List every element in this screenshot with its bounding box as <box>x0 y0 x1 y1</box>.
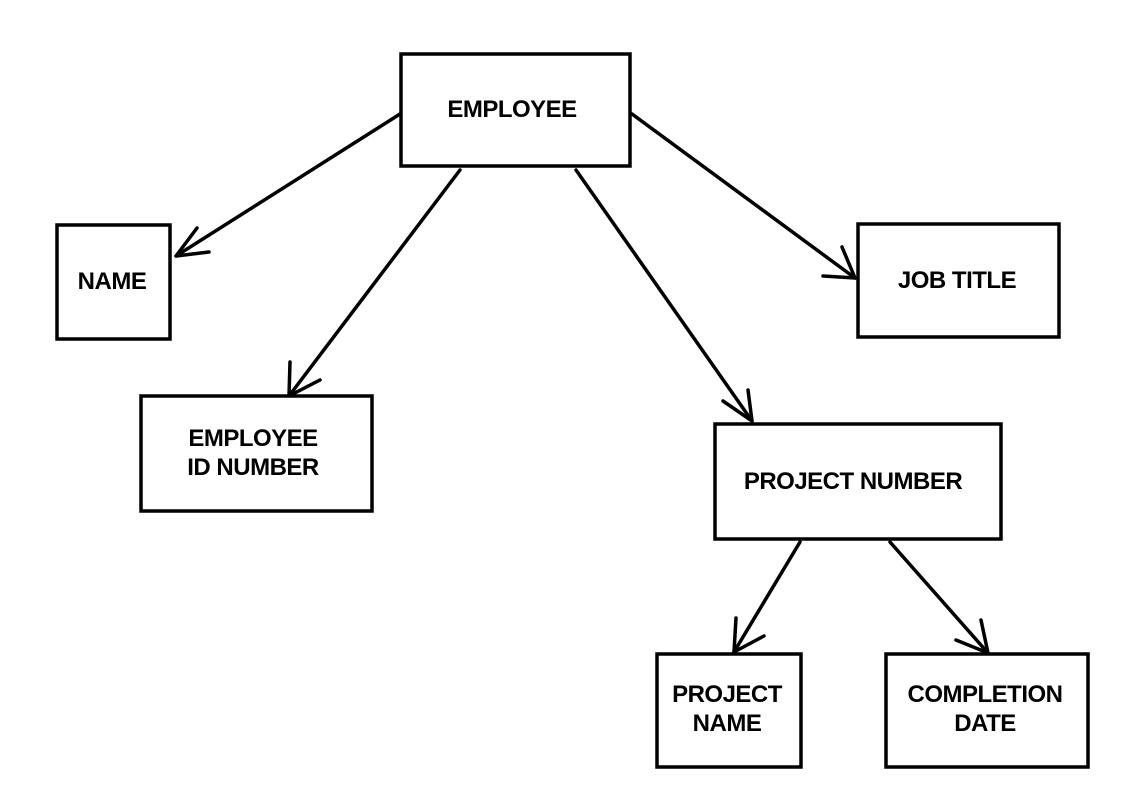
node-project-name-label-line2: NAME <box>693 710 762 737</box>
node-employee-id: EMPLOYEE ID NUMBER <box>139 394 374 513</box>
edge-employee-job-title <box>630 112 857 280</box>
node-name-label: NAME <box>78 268 147 295</box>
edge-employee-employee-id <box>287 168 462 398</box>
node-project-number-label: PROJECT NUMBER <box>744 468 963 495</box>
node-employee-label: EMPLOYEE <box>447 96 577 123</box>
node-job-title-label: JOB TITLE <box>898 267 1017 294</box>
edge-employee-project-number <box>574 168 754 423</box>
node-completion-date-label-line1: COMPLETION <box>908 681 1063 708</box>
node-project-name: PROJECT NAME <box>655 652 803 769</box>
edge-project-number-completion-date <box>888 540 990 655</box>
node-employee-id-label-line1: EMPLOYEE <box>188 425 318 452</box>
node-project-name-label-line1: PROJECT <box>672 681 783 708</box>
edge-employee-name <box>174 112 402 258</box>
node-completion-date-label-line2: DATE <box>954 710 1016 737</box>
node-name: NAME <box>55 223 172 341</box>
node-project-number: PROJECT NUMBER <box>713 422 1003 541</box>
edge-project-number-project-name <box>732 540 802 654</box>
node-employee: EMPLOYEE <box>399 52 632 168</box>
node-completion-date: COMPLETION DATE <box>884 652 1090 769</box>
node-job-title: JOB TITLE <box>856 222 1061 339</box>
node-employee-id-label-line2: ID NUMBER <box>187 454 319 481</box>
